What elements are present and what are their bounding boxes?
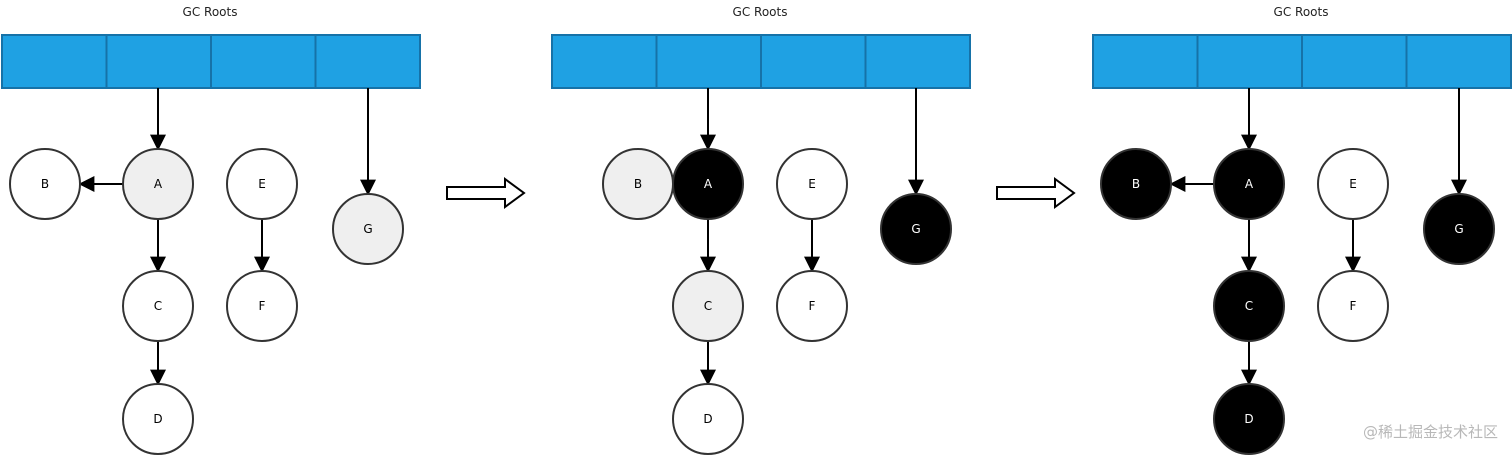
node-A-label: A (1245, 177, 1254, 191)
node-C: C (1213, 270, 1285, 342)
node-B-label: B (634, 177, 642, 191)
node-E: E (226, 148, 298, 220)
hollow-right-arrow-icon (996, 177, 1076, 209)
gc-roots-bar (1, 34, 421, 89)
node-C-circle (122, 270, 194, 342)
node-D-circle (1213, 383, 1285, 455)
node-C-label: C (704, 299, 712, 313)
node-F: F (776, 270, 848, 342)
root-cell-2 (655, 34, 762, 89)
node-A: A (672, 148, 744, 220)
node-A-label: A (154, 177, 163, 191)
node-G: G (1423, 193, 1495, 265)
node-B: B (602, 148, 674, 220)
node-B-circle (1100, 148, 1172, 220)
node-G-label: G (911, 222, 920, 236)
root-cell-1 (551, 34, 658, 89)
node-E-circle (776, 148, 848, 220)
node-C: C (672, 270, 744, 342)
node-F-circle (776, 270, 848, 342)
hollow-right-arrow-icon (446, 177, 526, 209)
root-cell-3 (210, 34, 317, 89)
node-G-circle (1423, 193, 1495, 265)
node-D: D (122, 383, 194, 455)
node-A-label: A (704, 177, 713, 191)
gc-roots-title: GC Roots (1274, 5, 1329, 19)
node-F-label: F (1350, 299, 1357, 313)
node-E: E (1317, 148, 1389, 220)
root-cell-4 (1405, 34, 1512, 89)
node-F: F (1317, 270, 1389, 342)
node-C-label: C (1245, 299, 1253, 313)
node-E-label: E (1349, 177, 1357, 191)
node-G-circle (880, 193, 952, 265)
node-A: A (122, 148, 194, 220)
node-G-circle (332, 193, 404, 265)
gc-roots-title: GC Roots (733, 5, 788, 19)
node-D-label: D (153, 412, 162, 426)
root-cell-2 (1196, 34, 1303, 89)
node-E: E (776, 148, 848, 220)
node-G: G (880, 193, 952, 265)
root-cell-3 (760, 34, 867, 89)
node-F-circle (1317, 270, 1389, 342)
node-G: G (332, 193, 404, 265)
edges (78, 88, 376, 386)
node-B-circle (9, 148, 81, 220)
node-C: C (122, 270, 194, 342)
node-C-circle (672, 270, 744, 342)
node-F-circle (226, 270, 298, 342)
node-E-circle (226, 148, 298, 220)
node-E-label: E (808, 177, 816, 191)
node-C-label: C (154, 299, 162, 313)
node-B: B (9, 148, 81, 220)
node-D: D (672, 383, 744, 455)
root-cell-3 (1301, 34, 1408, 89)
node-D: D (1213, 383, 1285, 455)
root-cell-4 (864, 34, 971, 89)
node-D-label: D (1244, 412, 1253, 426)
node-G-label: G (1454, 222, 1463, 236)
node-F-label: F (809, 299, 816, 313)
node-F: F (226, 270, 298, 342)
node-E-circle (1317, 148, 1389, 220)
node-B-label: B (41, 177, 49, 191)
node-A-circle (122, 148, 194, 220)
watermark: @稀土掘金技术社区 (1362, 423, 1498, 441)
node-D-label: D (703, 412, 712, 426)
node-A-circle (672, 148, 744, 220)
node-C-circle (1213, 270, 1285, 342)
gc-roots-bar (551, 34, 971, 89)
edges (1169, 88, 1467, 386)
gc-roots-title: GC Roots (183, 5, 238, 19)
node-B-label: B (1132, 177, 1140, 191)
node-A: A (1213, 148, 1285, 220)
root-cell-1 (1092, 34, 1199, 89)
node-G-label: G (363, 222, 372, 236)
node-F-label: F (259, 299, 266, 313)
gc-roots-bar (1092, 34, 1512, 89)
node-D-circle (672, 383, 744, 455)
root-cell-4 (314, 34, 421, 89)
root-cell-2 (105, 34, 212, 89)
root-cell-1 (1, 34, 108, 89)
edges (700, 88, 924, 386)
node-A-circle (1213, 148, 1285, 220)
node-E-label: E (258, 177, 266, 191)
node-B: B (1100, 148, 1172, 220)
node-D-circle (122, 383, 194, 455)
